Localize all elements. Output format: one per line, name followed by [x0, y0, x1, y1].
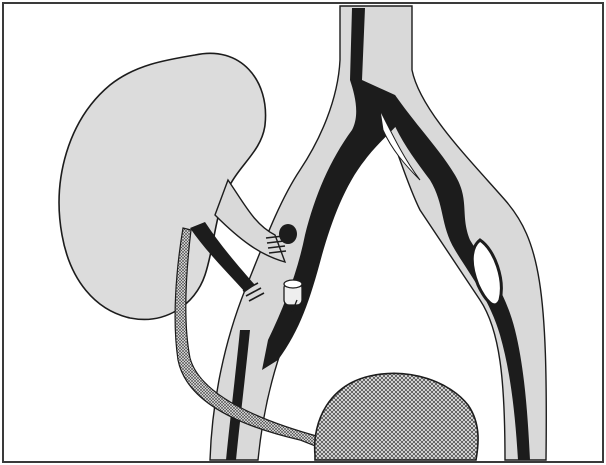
vessel-stump — [279, 224, 297, 244]
